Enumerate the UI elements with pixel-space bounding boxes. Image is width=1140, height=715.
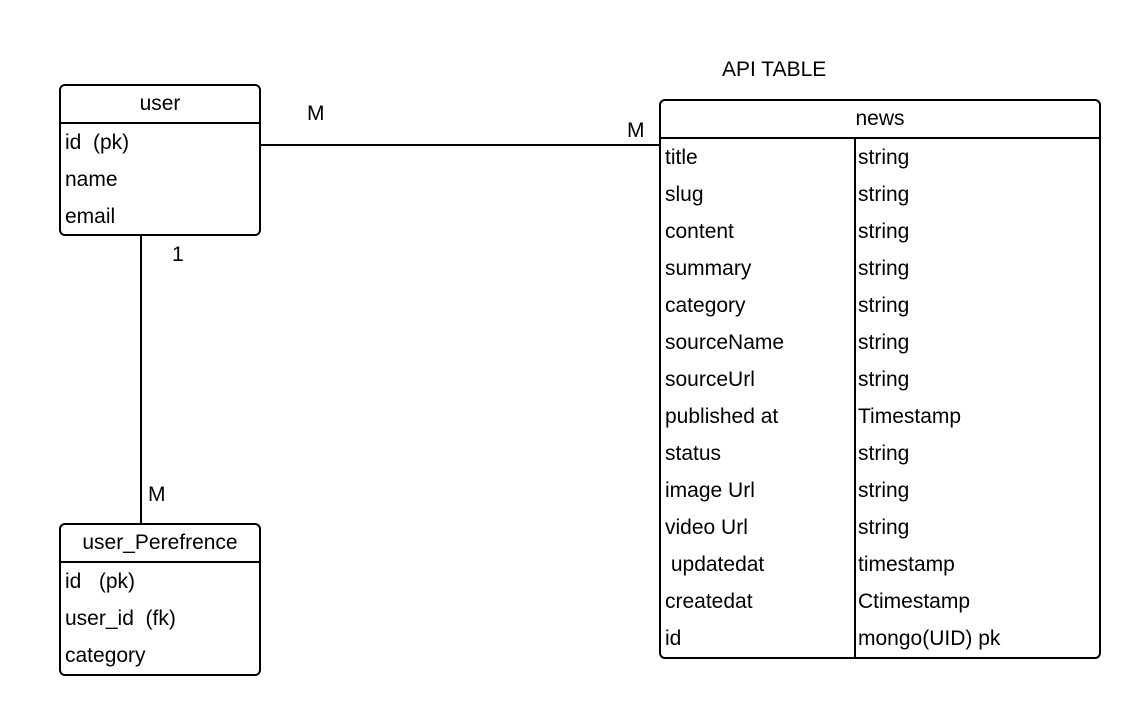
entity-user: user id (pk) name email bbox=[59, 84, 261, 236]
entity-news-row: sourceName string bbox=[661, 324, 1099, 361]
entity-news-row: published at Timestamp bbox=[661, 398, 1099, 435]
field-type: string bbox=[858, 294, 910, 317]
entity-news-row: video Url string bbox=[661, 509, 1099, 546]
field-name: summary bbox=[665, 257, 752, 280]
field-name: published at bbox=[665, 405, 779, 428]
entity-news-row: title string bbox=[661, 139, 1099, 176]
entity-user-field: name bbox=[65, 168, 118, 191]
entity-user-field: email bbox=[65, 205, 116, 228]
connector-user-preference bbox=[140, 236, 142, 523]
field-name: content bbox=[665, 220, 734, 243]
field-type: string bbox=[858, 146, 910, 169]
entity-news-header: news bbox=[661, 101, 1099, 139]
cardinality-user-news-user-end: M bbox=[307, 102, 325, 125]
field-name: slug bbox=[665, 183, 704, 206]
entity-news: news title string slug string content st… bbox=[659, 99, 1101, 659]
field-type: Ctimestamp bbox=[858, 590, 971, 613]
entity-news-fields: title string slug string content string … bbox=[661, 139, 1099, 657]
field-name: createdat bbox=[665, 590, 753, 613]
field-type: string bbox=[858, 368, 910, 391]
field-name: sourceName bbox=[665, 331, 785, 354]
entity-news-row: id mongo(UID) pk bbox=[661, 620, 1099, 657]
field-name: title bbox=[665, 146, 698, 169]
entity-user-field: id (pk) bbox=[65, 131, 130, 154]
field-type: string bbox=[858, 220, 910, 243]
cardinality-user-pref-user-end: 1 bbox=[172, 243, 184, 266]
field-type: string bbox=[858, 331, 910, 354]
entity-news-row: status string bbox=[661, 435, 1099, 472]
field-name: video Url bbox=[665, 516, 748, 539]
field-type: string bbox=[858, 516, 910, 539]
connector-user-news bbox=[261, 144, 659, 146]
entity-news-row: summary string bbox=[661, 250, 1099, 287]
entity-user-preference-field: category bbox=[65, 644, 146, 667]
field-type: timestamp bbox=[858, 553, 955, 576]
entity-news-row: content string bbox=[661, 213, 1099, 250]
field-type: string bbox=[858, 479, 910, 502]
cardinality-user-pref-pref-end: M bbox=[148, 483, 166, 506]
entity-user-preference-field: id (pk) bbox=[65, 570, 136, 593]
entity-user-preference: user_Perefrence id (pk) user_id (fk) cat… bbox=[59, 523, 261, 676]
entity-news-row: sourceUrl string bbox=[661, 361, 1099, 398]
entity-user-preference-field: user_id (fk) bbox=[65, 607, 176, 630]
field-name: image Url bbox=[665, 479, 755, 502]
field-name: status bbox=[665, 442, 722, 465]
field-type: Timestamp bbox=[858, 405, 962, 428]
entity-news-row: updatedat timestamp bbox=[661, 546, 1099, 583]
field-type: string bbox=[858, 257, 910, 280]
field-name: category bbox=[665, 294, 746, 317]
entity-news-row: category string bbox=[661, 287, 1099, 324]
field-type: mongo(UID) pk bbox=[858, 627, 1001, 650]
entity-news-row: image Url string bbox=[661, 472, 1099, 509]
field-type: string bbox=[858, 442, 910, 465]
entity-news-row: createdat Ctimestamp bbox=[661, 583, 1099, 620]
cardinality-user-news-news-end: M bbox=[627, 119, 645, 142]
field-name: sourceUrl bbox=[665, 368, 755, 391]
field-type: string bbox=[858, 183, 910, 206]
diagram-title: API TABLE bbox=[722, 58, 827, 81]
field-name: id bbox=[665, 627, 682, 650]
column-divider bbox=[854, 139, 856, 657]
entity-user-header: user bbox=[61, 86, 259, 124]
entity-news-row: slug string bbox=[661, 176, 1099, 213]
field-name: updatedat bbox=[665, 553, 765, 576]
entity-user-preference-header: user_Perefrence bbox=[61, 525, 259, 563]
